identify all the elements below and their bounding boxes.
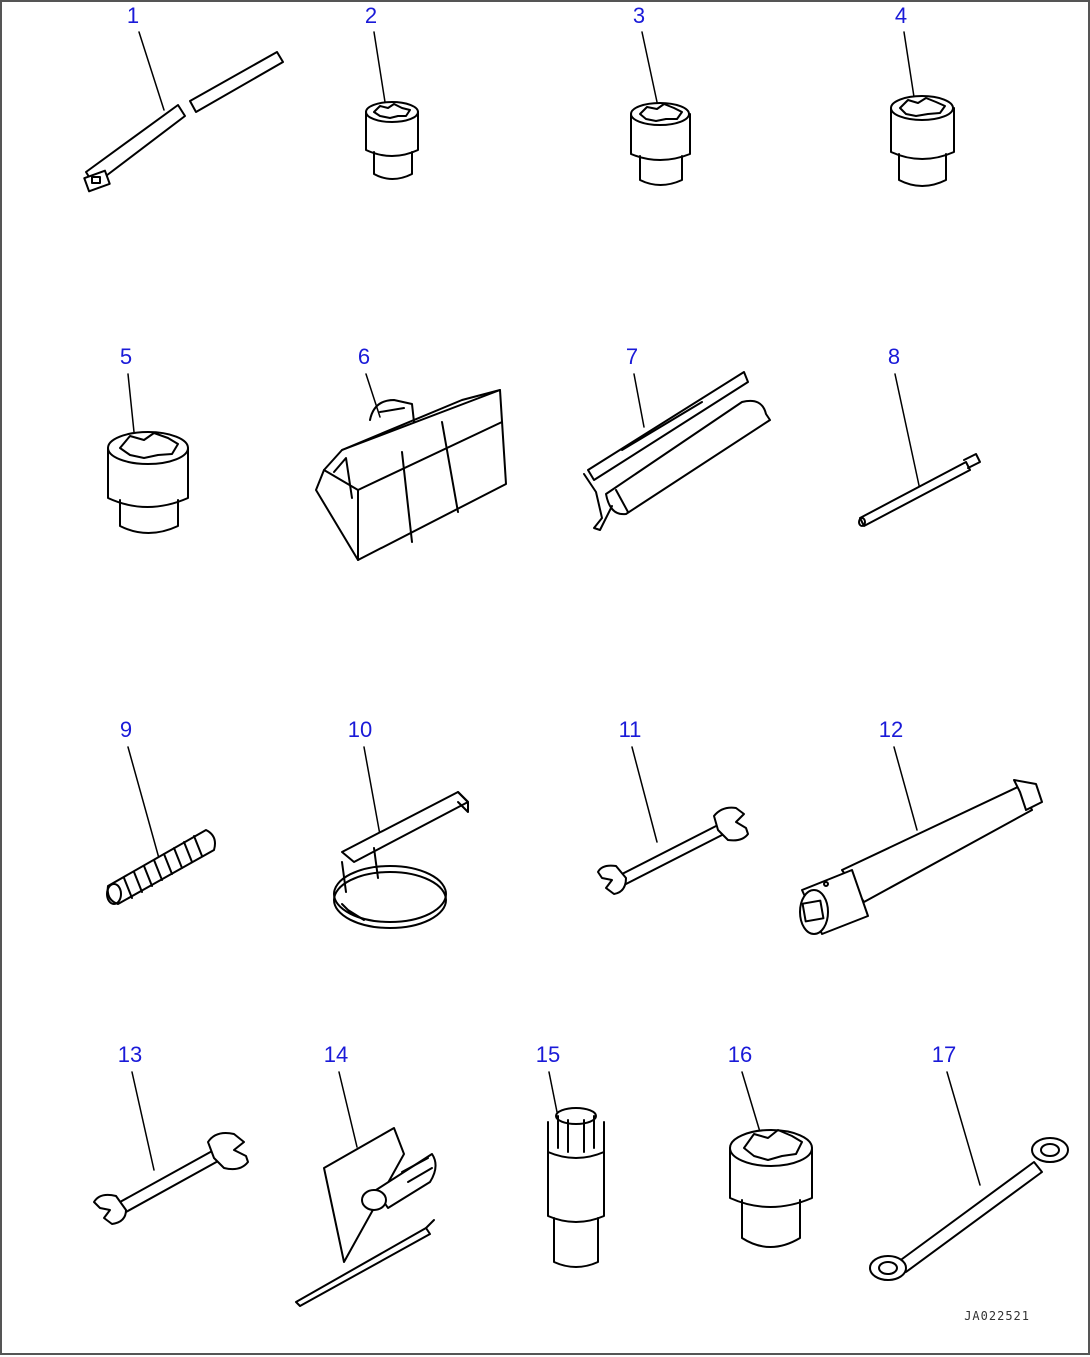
- grease-gun-icon: [583, 371, 771, 531]
- callout-3: 3: [632, 3, 646, 28]
- callout-10: 10: [347, 717, 373, 742]
- socket-icon: [107, 431, 189, 534]
- callout-13: 13: [117, 1042, 143, 1067]
- box-wrench-icon: [869, 1137, 1069, 1281]
- ratchet-handle-icon: [83, 51, 284, 193]
- callout-16: 16: [727, 1042, 753, 1067]
- socket-icon: [890, 95, 955, 187]
- leader-lines: [127, 31, 981, 1186]
- socket-icon: [729, 1129, 813, 1248]
- callout-7: 7: [625, 344, 639, 369]
- extension-bar-icon: [799, 779, 1043, 935]
- callout-1: 1: [126, 3, 140, 28]
- socket-icon: [630, 102, 691, 186]
- callout-15: 15: [535, 1042, 561, 1067]
- callout-11: 11: [618, 717, 642, 742]
- callout-8: 8: [887, 344, 901, 369]
- bar-icon: [858, 453, 981, 527]
- open-end-wrench-icon: [93, 1132, 249, 1225]
- socket-adapter-icon: [547, 1107, 605, 1268]
- drawing-code: JA022521: [964, 1309, 1030, 1323]
- callout-2: 2: [364, 3, 378, 28]
- callout-5: 5: [119, 344, 133, 369]
- callout-4: 4: [894, 3, 908, 28]
- callout-6: 6: [357, 344, 371, 369]
- callout-9: 9: [119, 717, 133, 742]
- open-end-wrench-icon: [597, 806, 749, 895]
- tool-bag-icon: [315, 389, 507, 561]
- callout-17: 17: [931, 1042, 957, 1067]
- callout-14: 14: [323, 1042, 349, 1067]
- bolt-icon: [106, 829, 216, 905]
- socket-icon: [365, 101, 419, 180]
- filter-wrench-icon: [333, 791, 469, 929]
- screwdriver-icon: [295, 1127, 437, 1307]
- callout-12: 12: [878, 717, 904, 742]
